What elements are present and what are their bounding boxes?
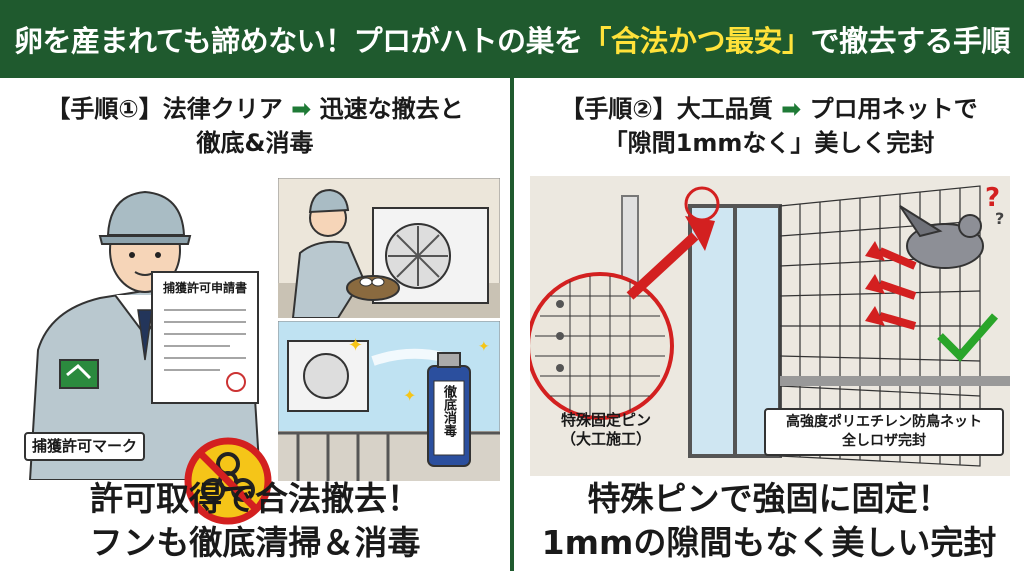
page-title: 卵を産まれても諦めない！プロがハトの巣を「合法かつ最安」で撤去する手順 [13,24,1011,58]
svg-text:?: ? [985,183,1000,213]
svg-text:?: ? [995,209,1004,228]
step1-heading: 【手順①】法律クリア ➡ 迅速な撤去と 徹底&消毒 [46,95,464,157]
arrow-right-icon: ➡ [781,95,802,123]
step1-caption: 許可取得で合法撤去！ フンも徹底清掃＆消毒 [89,479,421,562]
permit-document [151,271,259,404]
disinfection-scene: ✦ ✦ ✦ [278,321,500,481]
spray-label: 徹底消毒 [441,385,456,437]
document-title: 捕獲許可申請書 [162,281,247,295]
svg-text:✦: ✦ [348,335,363,356]
svg-text:✦: ✦ [403,386,416,405]
svg-text:✦: ✦ [478,339,490,355]
title-bar: 卵を産まれても諦めない！プロがハトの巣を「合法かつ最安」で撤去する手順 [0,0,1024,78]
step2-caption: 特殊ピンで強固に固定！ 1mmの隙間もなく美しい完封 [541,479,997,562]
title-highlight: 「合法かつ最安」 [582,24,812,58]
center-divider [510,78,514,571]
arrow-right-icon: ➡ [291,95,312,123]
no-biohazard-icon [184,437,272,525]
step1-panel: 【手順①】法律クリア ➡ 迅速な撤去と 徹底&消毒 捕獲許可申請書 捕獲許可マー… [0,78,510,571]
step2-heading: 【手順②】大工品質 ➡ プロ用ネットで 「隙間1mmなく」美しく完封 [560,95,978,157]
pin-label: 特殊固定ピン （大工施工） [560,411,651,448]
net-label: 高強度ポリエチレン防鳥ネット 全しロザ完封 [764,408,1004,456]
nest-removal-scene [278,178,500,318]
step2-panel: 【手順②】大工品質 ➡ プロ用ネットで 「隙間1mmなく」美しく完封 [514,78,1024,571]
badge-label: 捕獲許可マーク [24,432,146,461]
